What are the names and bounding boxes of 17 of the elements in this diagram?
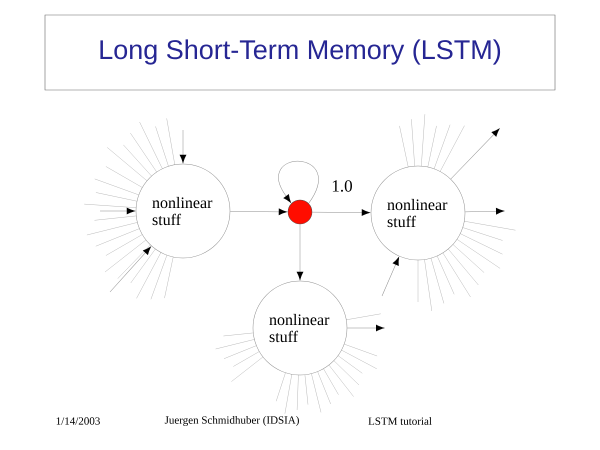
arrow	[347, 324, 384, 332]
edge-label: 1.0	[330, 179, 354, 193]
arrow	[382, 257, 400, 296]
memory-cell	[288, 200, 312, 224]
arrow	[450, 128, 500, 180]
arrow	[278, 160, 319, 204]
arrow	[180, 130, 186, 163]
footer-text: Juergen Schmidhuber (IDSIA)	[164, 416, 299, 426]
arrow	[296, 224, 304, 280]
arrow	[230, 208, 287, 216]
arrow	[312, 209, 370, 216]
title-box: Long Short-Term Memory (LSTM)	[44, 14, 556, 90]
footer-text: 1/14/2003	[56, 417, 100, 425]
arrow	[110, 246, 151, 292]
arrow	[100, 208, 135, 214]
footer-text: LSTM tutorial	[368, 417, 432, 425]
arrow	[465, 208, 504, 214]
